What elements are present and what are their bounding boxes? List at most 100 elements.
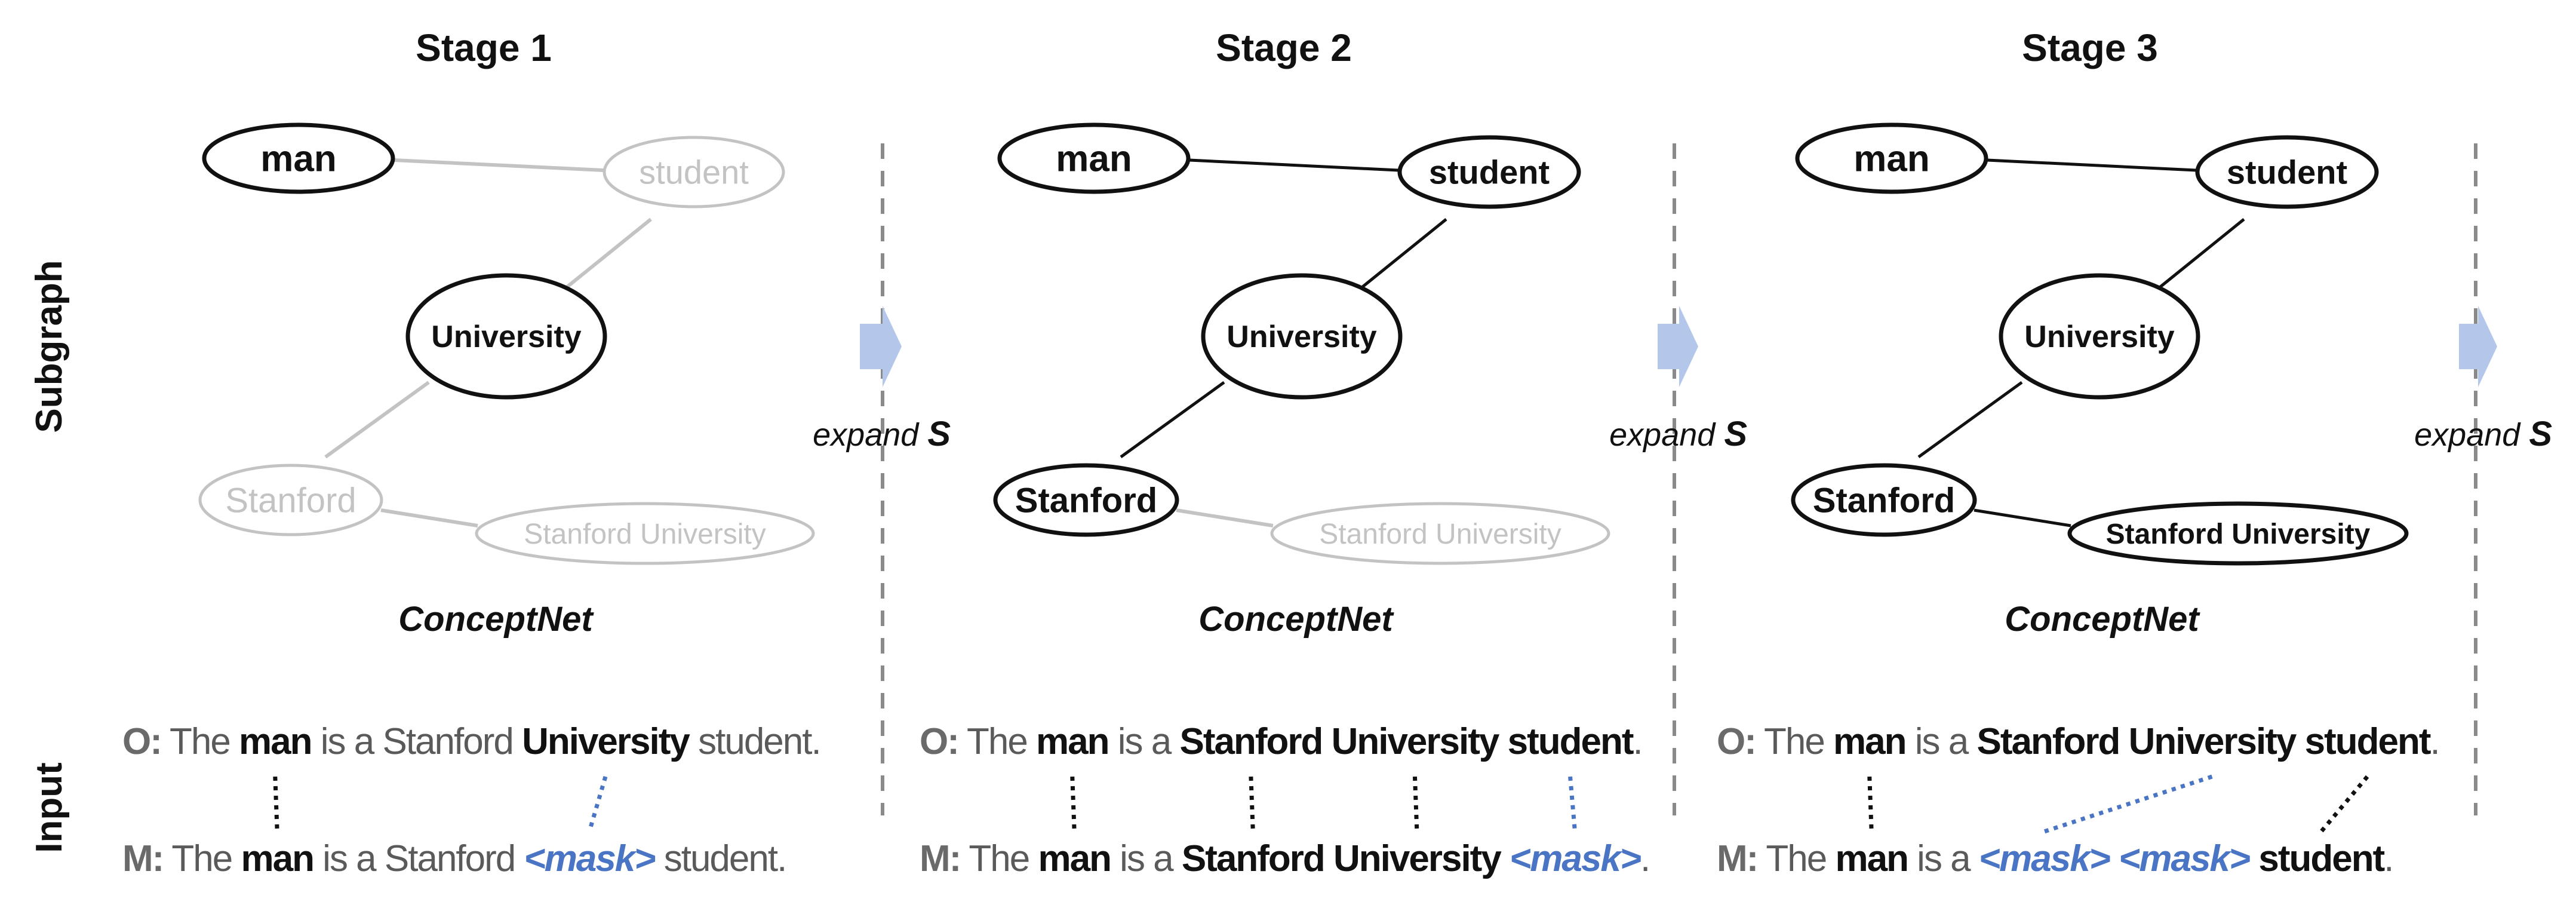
edge-man-student	[1189, 158, 1399, 172]
node-ellipse	[475, 502, 815, 565]
stage-2-title: Stage 2	[1216, 26, 1352, 69]
node-student: student	[2195, 135, 2379, 209]
alignment-link	[1070, 776, 1077, 832]
sentence-token: The	[1756, 721, 1833, 762]
node-label: Stanford	[1813, 481, 1955, 520]
node-ellipse	[1791, 463, 1977, 537]
sentence-token	[1498, 721, 1507, 762]
node-label: University	[431, 320, 582, 354]
sentence-token: .	[1640, 838, 1649, 879]
expand-label-2: expand S	[1609, 415, 1747, 453]
sentence-token: The	[161, 721, 239, 762]
alignment-link	[1412, 776, 1419, 832]
stage-3-input: O: The man is a Stanford University stud…	[1717, 721, 2440, 879]
node-label: Stanford	[1015, 481, 1157, 520]
stage-1-kb-label: ConceptNet	[398, 600, 594, 639]
node-stanford-university: Stanford University	[1270, 502, 1610, 565]
node-man: man	[202, 122, 395, 194]
sentence-token: Stanford	[1179, 721, 1322, 762]
expand-prefix: expand	[813, 417, 920, 453]
node-label: University	[1226, 320, 1377, 354]
sentence-token: .	[2384, 838, 2393, 879]
sentence-token: is a Stanford	[313, 838, 524, 879]
sentence-token: man	[239, 721, 311, 762]
expand-arrow-3: expand S	[2414, 306, 2552, 453]
node-student: student	[1397, 135, 1581, 209]
sentence-token	[2119, 721, 2128, 762]
node-ellipse	[198, 464, 383, 536]
edge-student-university	[1361, 218, 1447, 288]
edge-university-stanford	[1917, 381, 2023, 459]
edge-stanford-stanford_university	[1176, 508, 1274, 527]
node-university: University	[1201, 273, 1403, 400]
right-arrow-icon	[860, 306, 902, 387]
sentence-token: M:	[122, 838, 163, 879]
node-label: Stanford University	[2106, 519, 2371, 550]
node-ellipse	[2195, 135, 2379, 209]
expand-label-3: expand S	[2414, 415, 2552, 453]
sentence-token: man	[1038, 838, 1110, 879]
edge-student-university	[2159, 218, 2245, 288]
row-label-subgraph: Subgraph	[29, 260, 70, 433]
sentence-token: student	[2305, 721, 2431, 762]
sentence-token: Stanford	[1182, 838, 1324, 879]
node-ellipse	[1201, 273, 1403, 400]
node-ellipse	[405, 273, 607, 400]
masked-sentence: M: The man is a Stanford <mask> student.	[122, 838, 786, 879]
alignment-link	[2319, 775, 2369, 833]
expand-symbol: S	[1724, 415, 1747, 453]
node-label: University	[2024, 320, 2175, 354]
node-label: man	[1853, 139, 1929, 180]
sentence-token	[2110, 838, 2119, 879]
sentence-token: Stanford	[1976, 721, 2119, 762]
node-label: man	[260, 139, 336, 180]
alignment-link	[1867, 776, 1874, 832]
node-stanford-university: Stanford University	[2067, 501, 2409, 566]
sentence-token: student	[1508, 721, 1634, 762]
sentence-token: .	[1633, 721, 1642, 762]
sentence-token: is a	[1111, 838, 1182, 879]
sentence-token: M:	[1717, 838, 1757, 879]
edge-stanford-stanford_university	[1974, 508, 2071, 527]
node-label: Stanford University	[1319, 519, 1561, 550]
sentence-token: University	[1333, 838, 1502, 879]
right-arrow-icon	[1658, 306, 1698, 387]
sentence-token	[2295, 721, 2304, 762]
node-university: University	[1999, 273, 2200, 400]
edge-man-student	[394, 158, 604, 172]
expand-arrow-2: expand S	[1609, 306, 1747, 453]
sentence-token: is a	[1109, 721, 1180, 762]
node-ellipse	[993, 463, 1179, 537]
sentence-token: M:	[920, 838, 960, 879]
node-university: University	[405, 273, 607, 400]
node-label: student	[2227, 154, 2347, 191]
node-stanford: Stanford	[993, 463, 1179, 537]
node-ellipse	[2067, 501, 2409, 566]
stage-1-title: Stage 1	[416, 26, 552, 69]
alignment-link	[2043, 774, 2213, 834]
sentence-token: The	[1757, 838, 1835, 879]
node-stanford: Stanford	[1791, 463, 1977, 537]
sentence-token: <mask>	[1510, 838, 1641, 879]
sentence-token: student	[2258, 838, 2384, 879]
node-ellipse	[602, 136, 785, 208]
masked-sentence: M: The man is a Stanford University <mas…	[920, 838, 1649, 879]
node-student: student	[602, 136, 785, 208]
node-label: Stanford University	[524, 519, 766, 550]
original-sentence: O: The man is a Stanford University stud…	[1717, 721, 2439, 762]
stage-3-title: Stage 3	[2022, 26, 2158, 69]
sentence-token: man	[1036, 721, 1108, 762]
expand-symbol: S	[2529, 415, 2552, 453]
node-stanford: Stanford	[198, 464, 383, 536]
sentence-token: O:	[920, 721, 958, 762]
stage-1-input: O: The man is a Stanford University stud…	[122, 721, 822, 879]
sentence-token: The	[958, 721, 1036, 762]
original-sentence: O: The man is a Stanford University stud…	[920, 721, 1642, 762]
expand-arrow-1: expand S	[813, 306, 951, 453]
expand-symbol: S	[927, 415, 951, 453]
edge-university-stanford	[324, 381, 430, 459]
